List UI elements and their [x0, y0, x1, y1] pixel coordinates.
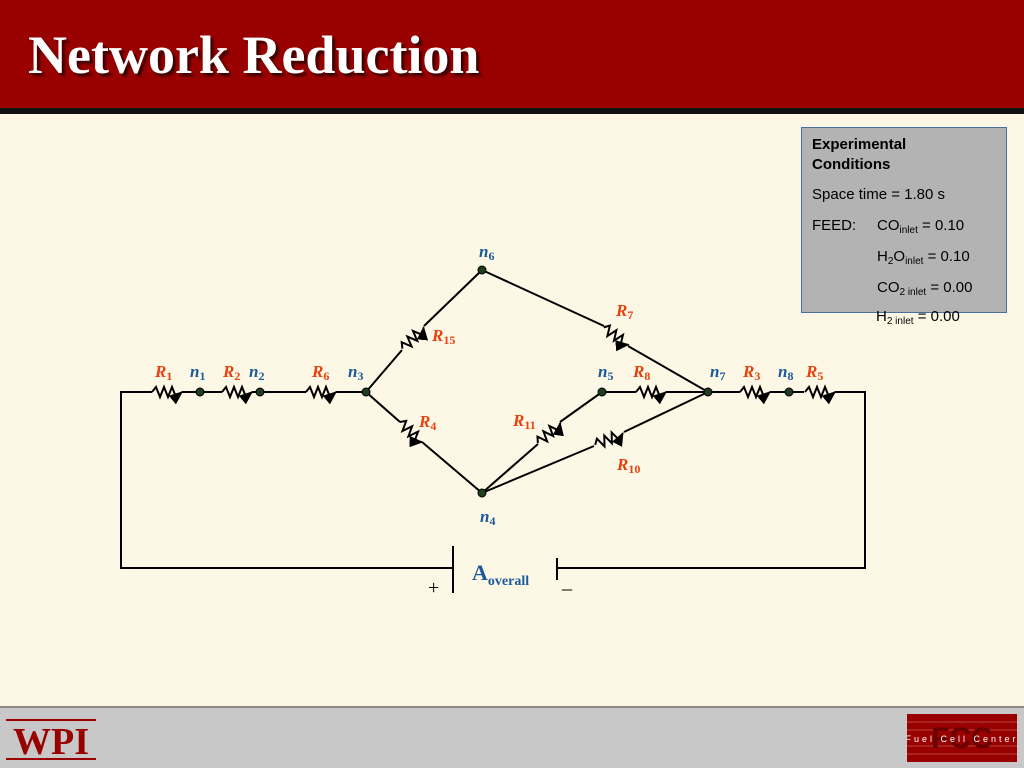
wires	[120, 269, 866, 569]
wire-n4-r10	[481, 445, 595, 494]
label-r8: R8	[632, 362, 650, 383]
label-a-overall: Aoverall	[472, 560, 529, 589]
conditions-overflow-line: H2 inlet = 0.00	[801, 308, 1007, 328]
label-r11: R11	[512, 411, 536, 432]
slide-title: Network Reduction	[28, 25, 480, 85]
wpi-logo: WPI	[6, 719, 96, 763]
label-n6: n6	[479, 242, 494, 263]
fcc-logo-stripes	[907, 721, 1017, 755]
wire-r15-n6	[423, 269, 483, 327]
node-n5-dot	[597, 387, 607, 397]
label-r4: R4	[418, 412, 436, 433]
node-n3-dot	[361, 387, 371, 397]
wire-r11-n5	[559, 391, 603, 423]
wpi-logo-text: WPI	[13, 721, 89, 763]
wire-r10-n7	[623, 391, 709, 433]
label-n7: n7	[710, 362, 725, 383]
wire-n6-r7	[481, 269, 605, 327]
wire-n4-r11	[481, 443, 539, 494]
experimental-conditions-box: Experimental Conditions Space time = 1.8…	[801, 127, 1007, 313]
label-r15: R15	[431, 326, 455, 347]
label-n8: n8	[778, 362, 793, 383]
feed-h2-inlet: H2 inlet = 0.00	[876, 308, 960, 327]
label-r3: R3	[742, 362, 760, 383]
resistor-r10	[594, 429, 624, 449]
title-divider	[0, 108, 1024, 114]
resistor-r8	[635, 384, 668, 405]
battery-minus-sign: _	[561, 571, 573, 593]
label-n2: n2	[249, 362, 264, 383]
resistor-r2	[221, 384, 254, 405]
resistor-r7	[603, 324, 630, 352]
wire-right-loop	[557, 391, 866, 569]
label-r2: R2	[222, 362, 240, 383]
feed-h2o-inlet: H2Oinlet = 0.10	[877, 248, 970, 267]
wire-left-loop	[120, 391, 453, 569]
resistor-r11	[536, 421, 564, 444]
label-r1: R1	[154, 362, 172, 383]
wire-r4-n4	[421, 441, 483, 494]
label-n1: n1	[190, 362, 205, 383]
wire-n3-r15	[365, 349, 403, 393]
label-r7: R7	[615, 301, 633, 322]
fcc-logo-tagline: Fuel Cell Center	[907, 734, 1017, 744]
resistor-r15	[400, 325, 429, 349]
resistor-r3	[739, 384, 772, 405]
fcc-logo: FCC Fuel Cell Center	[907, 714, 1017, 762]
resistor-r6	[305, 384, 338, 405]
label-r5: R5	[805, 362, 823, 383]
label-n5: n5	[598, 362, 613, 383]
node-n1-dot	[195, 387, 205, 397]
title-bar	[0, 0, 1024, 108]
node-n4-dot	[477, 488, 487, 498]
label-r6: R6	[311, 362, 329, 383]
wire-r7-n7	[627, 345, 709, 393]
feed-label: FEED:	[812, 217, 857, 234]
feed-co-inlet: COinlet = 0.10	[877, 217, 965, 236]
space-time: Space time = 1.80 s	[812, 186, 945, 203]
feed-co2-inlet: CO2 inlet = 0.00	[877, 279, 973, 298]
fcc-logo-letters: FCC	[931, 722, 993, 755]
node-n7-dot	[703, 387, 713, 397]
label-n4: n4	[480, 507, 495, 528]
label-r10: R10	[616, 455, 640, 476]
footer-bar	[0, 708, 1024, 768]
conditions-heading: Experimental Conditions	[812, 136, 907, 173]
footer-divider	[0, 706, 1024, 709]
label-n3: n3	[348, 362, 363, 383]
node-n2-dot	[255, 387, 265, 397]
battery-plus-sign: +	[428, 577, 439, 599]
resistor-r1	[151, 384, 184, 405]
wire-n3-r4	[365, 391, 401, 423]
node-n6-dot	[477, 265, 487, 275]
resistor-r4	[399, 419, 424, 448]
node-n8-dot	[784, 387, 794, 397]
resistor-r5	[804, 384, 837, 405]
